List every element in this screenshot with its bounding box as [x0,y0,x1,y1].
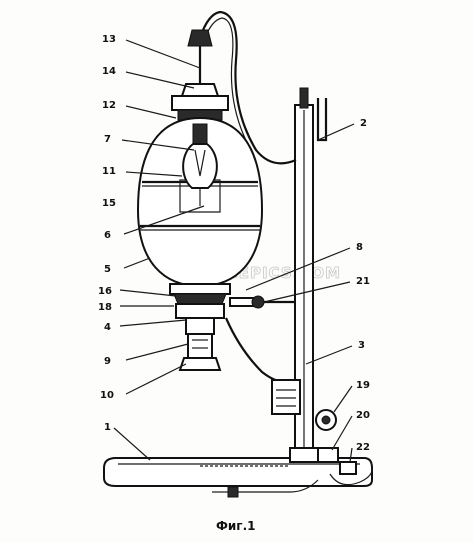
callout-12: 12 [102,100,116,111]
callout-labels: 13 14 12 7 11 15 6 5 16 18 4 9 10 1 2 8 … [98,34,370,453]
carrier-and-lens [169,283,231,371]
base-plate [103,457,373,487]
arm-assembly [224,295,301,415]
column [289,87,328,463]
leader-lines [113,39,355,463]
callout-22: 22 [356,442,370,453]
callout-5: 5 [104,264,111,275]
callout-9: 9 [104,356,111,367]
callout-19: 19 [356,380,370,391]
callout-7: 7 [104,134,111,145]
top-fitting [171,29,229,121]
callout-15: 15 [102,198,116,209]
suspension-cord [198,10,297,165]
callout-21: 21 [356,276,370,287]
focus-and-switch [315,409,373,486]
callout-2: 2 [360,118,367,129]
callout-11: 11 [102,166,116,177]
callout-20: 20 [356,410,370,421]
callout-16: 16 [98,286,112,297]
figure-caption: Фиг.1 [216,519,256,533]
callout-4: 4 [104,322,111,333]
callout-13: 13 [102,34,116,45]
callout-8: 8 [356,242,363,253]
callout-10: 10 [100,390,114,401]
bulb [182,123,218,206]
power-cord [212,479,319,498]
callout-1: 1 [104,422,111,433]
callout-3: 3 [358,340,365,351]
callout-14: 14 [102,66,116,77]
callout-6: 6 [104,230,111,241]
callout-18: 18 [98,302,112,313]
